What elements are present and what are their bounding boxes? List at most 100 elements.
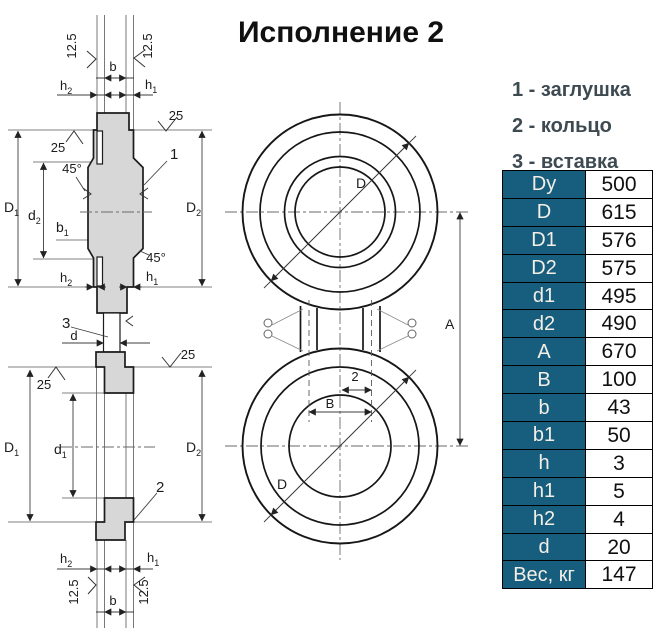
roughness-25-label: 25 bbox=[51, 140, 65, 155]
dim-d1-label: d1 bbox=[54, 441, 67, 460]
ear-symbols bbox=[263, 308, 417, 352]
top-outer-circle bbox=[241, 113, 439, 311]
param-cell: d1 bbox=[502, 281, 586, 311]
value-cell: 147 bbox=[585, 560, 653, 590]
legend-item-3: 3 - вставка bbox=[512, 151, 619, 173]
chamfer-mark-left bbox=[82, 187, 92, 200]
roughness-125-label: 12.5 bbox=[66, 579, 81, 604]
roughness-marks bbox=[47, 49, 182, 595]
chamfer-45-label: 45° bbox=[62, 161, 82, 176]
groove-top bbox=[96, 130, 104, 165]
bottom-outer-circle bbox=[241, 347, 439, 545]
dim-D2-label: D2 bbox=[186, 439, 201, 458]
dim-2-label: 2 bbox=[351, 369, 358, 384]
part-3-label: 3 bbox=[62, 315, 70, 332]
dim-b-label: b bbox=[109, 593, 116, 608]
value-cell: 100 bbox=[585, 365, 653, 395]
dim-D2-label: D2 bbox=[186, 199, 201, 218]
param-cell: h bbox=[502, 448, 586, 478]
param-cell: D1 bbox=[502, 225, 586, 255]
legend-item-2: 2 - кольцо bbox=[512, 115, 612, 137]
dim-h2-label: h2 bbox=[60, 78, 72, 96]
param-cell: d bbox=[502, 532, 586, 562]
web-chamfer-mark bbox=[125, 315, 134, 327]
value-cell: 576 bbox=[585, 225, 653, 255]
dim-D-label: D bbox=[277, 476, 287, 492]
value-cell: 50 bbox=[585, 421, 653, 450]
part-2-label: 2 bbox=[156, 479, 164, 496]
insert-web bbox=[102, 312, 121, 353]
dim-d2-label: d2 bbox=[28, 207, 41, 226]
roughness-125-label: 12.5 bbox=[140, 33, 155, 58]
vertical-dimensions bbox=[14, 130, 206, 522]
param-cell: h1 bbox=[502, 476, 586, 506]
dim-h1-label: h1 bbox=[145, 77, 157, 95]
dim-B-label: B bbox=[326, 396, 335, 411]
dim-b-label: b bbox=[109, 59, 116, 74]
value-cell: 20 bbox=[585, 532, 653, 562]
value-cell: 43 bbox=[585, 393, 653, 423]
roughness-25-label: 25 bbox=[181, 347, 195, 362]
dim-h2-label: h2 bbox=[60, 270, 72, 288]
param-cell: Dy bbox=[502, 170, 586, 199]
param-cell: A bbox=[502, 337, 586, 367]
value-cell: 500 bbox=[585, 170, 653, 199]
param-cell: Вес, кг bbox=[502, 560, 586, 590]
param-cell: D2 bbox=[502, 253, 586, 283]
legend-item-1: 1 - заглушка bbox=[512, 79, 631, 101]
value-cell: 5 bbox=[585, 476, 653, 506]
dim-b1-label: b1 bbox=[56, 219, 69, 238]
front-view: D D A B 2 bbox=[225, 102, 470, 560]
part-leaders bbox=[70, 160, 168, 521]
value-cell: 575 bbox=[585, 253, 653, 283]
dim-D1-label: D1 bbox=[4, 439, 19, 458]
part-1-label: 1 bbox=[170, 146, 178, 163]
value-cell: 490 bbox=[585, 309, 653, 339]
blank-section bbox=[87, 112, 144, 314]
page-title: Исполнение 2 bbox=[237, 16, 445, 49]
value-cell: 3 bbox=[585, 448, 653, 478]
roughness-25-label: 25 bbox=[169, 108, 183, 123]
dim-h2-label: h2 bbox=[60, 551, 72, 569]
value-cell: 4 bbox=[585, 504, 653, 534]
roughness-125-label: 12.5 bbox=[64, 33, 79, 58]
dim-A-label: A bbox=[445, 316, 455, 332]
top-circle-2 bbox=[259, 131, 421, 293]
roughness-25-label: 25 bbox=[37, 377, 51, 392]
ring-bottom-rim bbox=[95, 497, 135, 541]
param-cell: d2 bbox=[502, 309, 586, 339]
bottom-circle-2 bbox=[260, 366, 420, 526]
param-cell: b1 bbox=[502, 421, 586, 450]
side-view: b h2 h1 12.5 12.5 25 25 45° 45° 1 D1 d2 … bbox=[4, 15, 212, 628]
dim-D-label: D bbox=[356, 175, 366, 191]
value-cell: 670 bbox=[585, 337, 653, 367]
dim-D1-label: D1 bbox=[4, 199, 19, 218]
technical-drawing: b h2 h1 12.5 12.5 25 25 45° 45° 1 D1 d2 … bbox=[4, 15, 470, 628]
chamfer-45-label: 45° bbox=[146, 250, 166, 265]
groove-bottom bbox=[96, 256, 104, 287]
dim-d-label: d bbox=[70, 328, 77, 343]
roughness-125-label: 12.5 bbox=[136, 579, 151, 604]
dim-h1-label: h1 bbox=[147, 550, 159, 568]
chamfer-mark-right bbox=[139, 187, 149, 200]
value-cell: 495 bbox=[585, 281, 653, 311]
value-cell: 615 bbox=[585, 197, 653, 227]
horizontal-dimensions bbox=[57, 74, 153, 616]
param-cell: h2 bbox=[502, 504, 586, 534]
front-dimensions bbox=[263, 135, 464, 523]
